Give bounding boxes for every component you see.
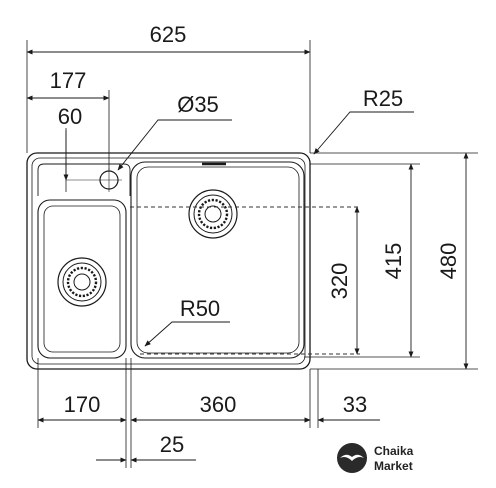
tap-hole: [66, 168, 122, 192]
dimension-lines: [26, 49, 469, 463]
label-small-bowl-width: 170: [64, 392, 101, 417]
label-small-bowl-height: 320: [327, 263, 352, 300]
label-large-bowl-height: 415: [381, 243, 406, 280]
reference-dashed-lines: [130, 206, 360, 355]
label-large-bowl-width: 360: [200, 392, 237, 417]
label-overall-width: 625: [150, 22, 187, 47]
leader-tap-diameter: [117, 119, 232, 171]
leader-outer-radius: [313, 111, 414, 155]
sink-body: [26, 152, 311, 370]
tap-deck-outline: [37, 163, 131, 196]
small-bowl-drain: [57, 257, 107, 307]
small-bowl-outer: [37, 199, 127, 359]
label-tap-diameter: Ø35: [177, 92, 219, 117]
label-right-margin: 33: [343, 392, 367, 417]
brand-logo: Chaika Market: [337, 443, 414, 473]
brand-name-line2: Market: [374, 459, 413, 473]
sink-outer-rim: [26, 152, 311, 370]
brand-name-line1: Chaika: [374, 444, 414, 458]
large-bowl-inner: [136, 166, 300, 354]
label-inner-radius: R50: [180, 296, 220, 321]
small-bowl-inner: [43, 205, 121, 353]
label-tap-offset: 60: [58, 104, 82, 129]
large-bowl-outer: [130, 161, 305, 359]
label-left-offset: 177: [50, 68, 87, 93]
large-bowl-drain: [188, 189, 238, 239]
sink-inner-rim: [31, 157, 306, 365]
label-overall-height: 480: [436, 243, 461, 280]
label-outer-radius: R25: [363, 86, 403, 111]
dimension-labels: 625 177 60 Ø35 R25 R50 480 415 320 170 3…: [50, 22, 461, 457]
leader-inner-radius: [144, 321, 230, 347]
label-bowl-gap: 25: [160, 432, 184, 457]
